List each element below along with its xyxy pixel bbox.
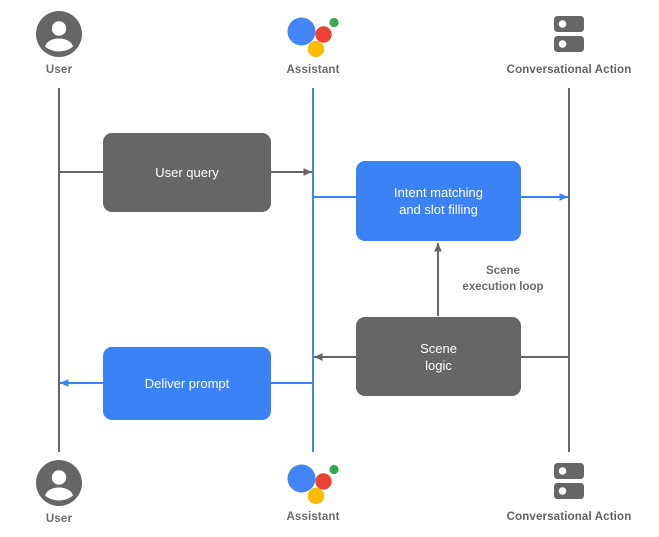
node-intent-matching[interactable]: Intent matching and slot filling — [356, 161, 521, 241]
actor-user-top: User — [0, 10, 139, 76]
user-avatar-icon — [0, 459, 139, 507]
node-label-scene-logic-line2: logic — [425, 357, 452, 373]
node-label-scene-logic: Scene logic — [420, 340, 457, 374]
annotation-scene-execution-loop-line1: Scene — [486, 265, 520, 277]
node-label-intent-matching-line1: Intent matching — [394, 185, 483, 200]
annotation-scene-execution-loop: Scene execution loop — [443, 263, 563, 295]
actor-conversational-action-top: Conversational Action — [489, 10, 649, 76]
node-label-scene-logic-line1: Scene — [420, 340, 457, 356]
actor-label-assistant-bottom: Assistant — [286, 511, 340, 523]
actor-conversational-action-bottom: Conversational Action — [489, 457, 649, 523]
actor-label-user-bottom: User — [45, 513, 73, 525]
server-icon — [489, 457, 649, 505]
actor-label-conversational-action-top: Conversational Action — [506, 64, 632, 76]
actor-label-assistant-top: Assistant — [286, 64, 340, 76]
node-label-intent-matching-line2: and slot filling — [399, 202, 478, 217]
server-icon — [489, 10, 649, 58]
actor-assistant-bottom: Assistant — [233, 457, 393, 523]
actor-label-user-top: User — [45, 64, 73, 76]
node-label-user-query: User query — [155, 165, 219, 180]
annotation-scene-execution-loop-line2: execution loop — [462, 281, 544, 293]
actor-label-conversational-action-bottom: Conversational Action — [506, 511, 632, 523]
node-label-deliver-prompt: Deliver prompt — [144, 376, 230, 391]
node-scene-logic[interactable]: Scene logic — [356, 317, 521, 396]
node-user-query[interactable]: User query — [103, 133, 271, 212]
user-avatar-icon — [0, 10, 139, 58]
actor-assistant-top: Assistant — [233, 10, 393, 76]
node-label-intent-matching: Intent matching and slot filling — [394, 184, 483, 218]
node-deliver-prompt[interactable]: Deliver prompt — [103, 347, 271, 420]
google-assistant-icon — [233, 457, 393, 505]
google-assistant-icon — [233, 10, 393, 58]
actor-user-bottom: User — [0, 459, 139, 525]
